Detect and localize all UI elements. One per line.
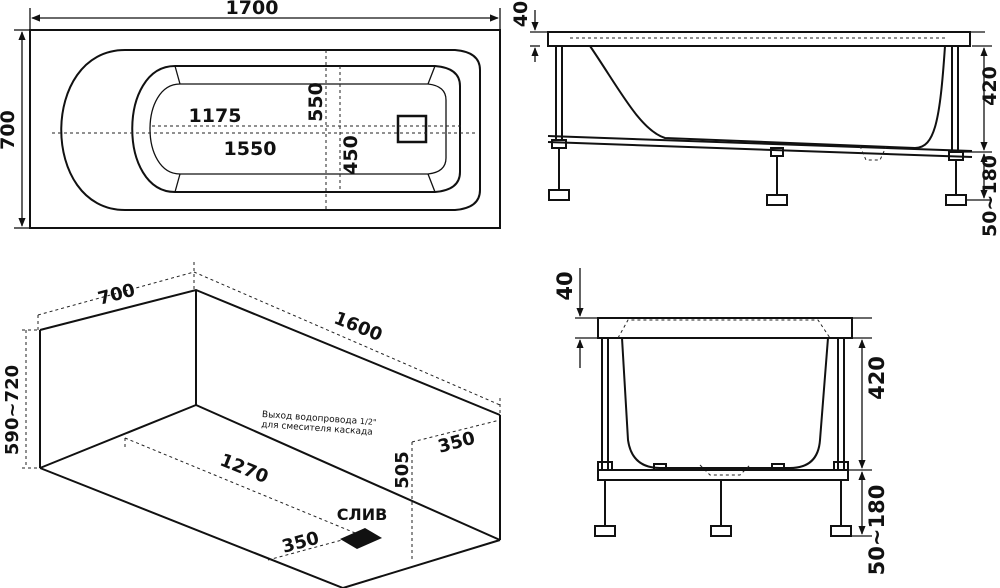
drain-square [396, 114, 428, 144]
niche-width-label: 700 [96, 280, 138, 310]
inner-length-label: 1550 [224, 138, 277, 160]
bottom-length-label: 1175 [189, 105, 242, 127]
tub-bowl [131, 65, 461, 193]
tub-inner-rim [60, 49, 481, 211]
tub-bottom [149, 83, 447, 175]
side-rim [547, 31, 971, 47]
pipe-height-label: 505 [392, 451, 413, 489]
drain-label: СЛИВ [337, 505, 388, 524]
pipe-distance-label: 1270 [217, 450, 271, 488]
end-rim-label: 40 [553, 271, 577, 300]
drain-offset-label: 350 [280, 528, 322, 558]
length-label: 1700 [226, 0, 279, 19]
end-depth-label: 420 [865, 356, 889, 400]
side-view: 40 420 50~180 [510, 1, 1000, 237]
end-legs-label: 50~180 [865, 485, 889, 576]
lower-half-width-label: 450 [340, 135, 362, 175]
end-rim [597, 317, 853, 339]
side-rim-label: 40 [510, 1, 532, 27]
pipe-offset-label: 350 [436, 428, 478, 458]
drain-symbol [340, 528, 382, 549]
side-frame-bar [547, 135, 973, 152]
end-view: 40 420 50~180 [553, 268, 889, 575]
width-label: 700 [0, 110, 19, 150]
side-legs-label: 50~180 [979, 155, 1000, 237]
end-bowl [621, 337, 829, 469]
side-depth-label: 420 [979, 66, 1000, 106]
tub-outer-rim [29, 29, 501, 229]
top-view: 1700 700 1175 1550 550 450 [0, 0, 501, 229]
upper-half-width-label: 550 [305, 82, 327, 122]
niche-height-label: 590~720 [2, 365, 23, 455]
side-bowl [589, 45, 946, 150]
niche-view: 700 1600 590~720 1270 505 350 350 СЛИВ В… [2, 262, 501, 588]
niche-length-label: 1600 [331, 308, 385, 346]
end-frame-bar [597, 469, 849, 481]
